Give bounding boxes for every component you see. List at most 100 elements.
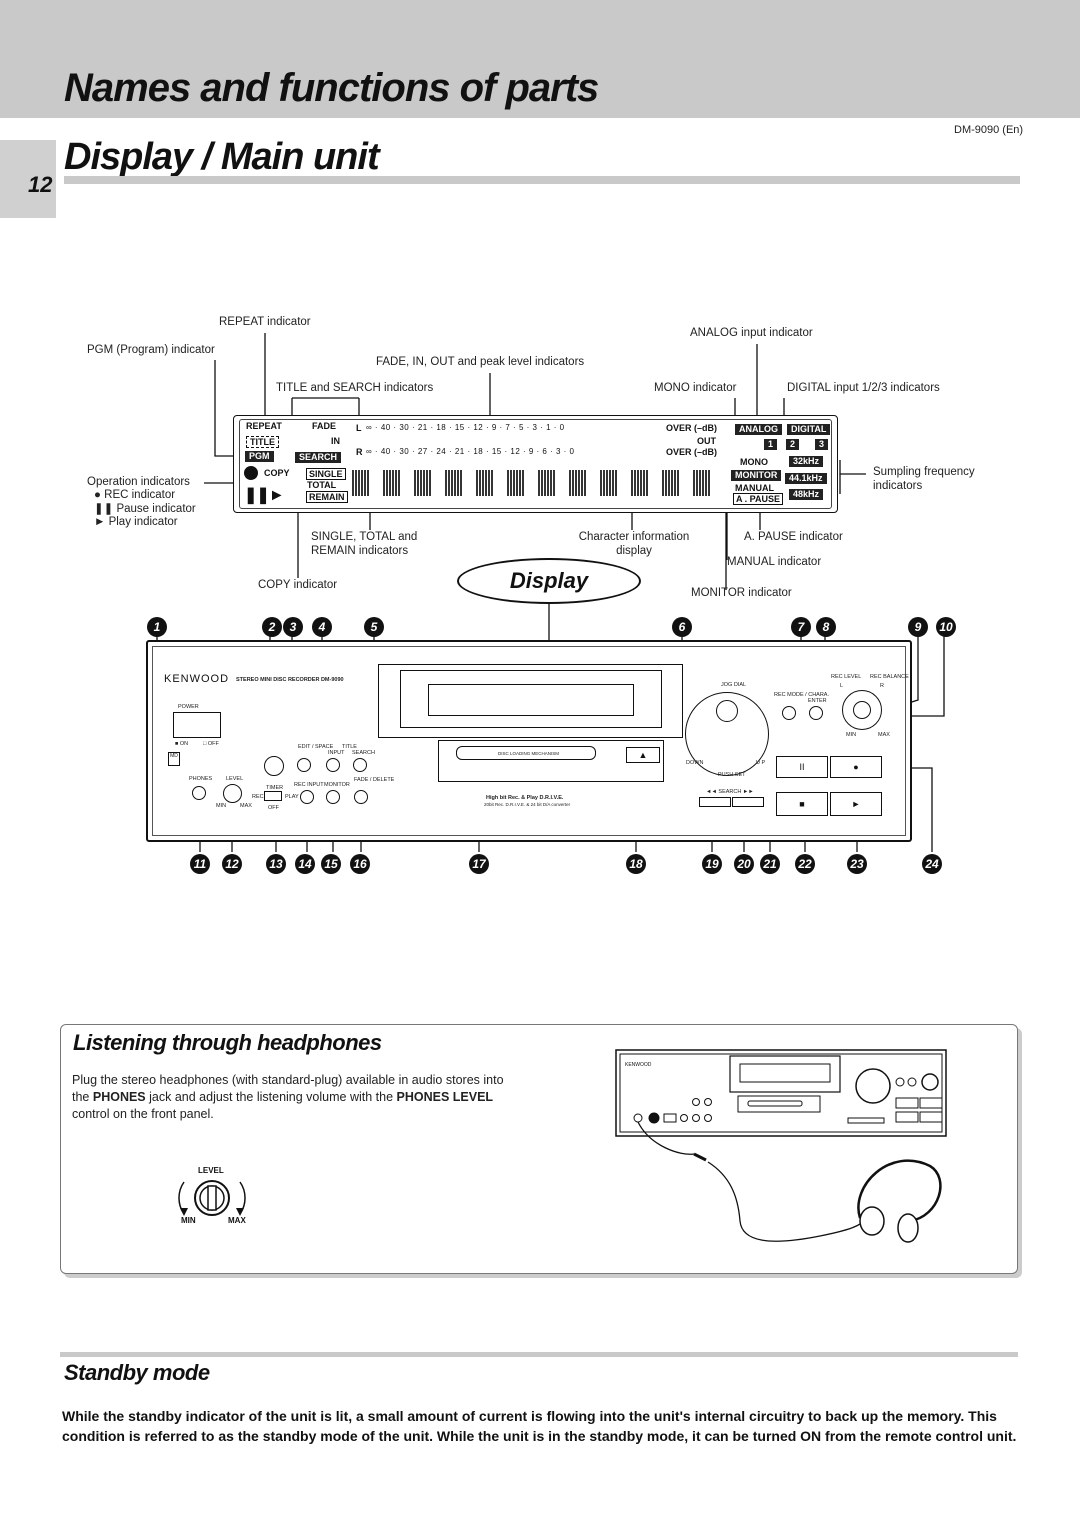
enter-label: ENTER (808, 698, 827, 704)
phones-label: PHONES (189, 776, 213, 782)
push-set-label: PUSH SET (718, 772, 746, 778)
jog-up-label: U P (756, 760, 766, 766)
section-title: Display / Main unit (64, 136, 380, 178)
hp-illustration-brand: KENWOOD (625, 1062, 652, 1068)
part-number-1: 1 (147, 617, 167, 637)
disc-slot[interactable] (456, 746, 596, 760)
input-label: INPUT (328, 750, 345, 756)
md-logo-icon: MD (168, 752, 180, 766)
rec-balance-label: REC BALANCE (870, 674, 909, 680)
lcd-r: R (356, 447, 363, 457)
rec-input-label: REC INPUT (294, 782, 324, 788)
search-forward-button[interactable] (732, 797, 764, 807)
part-number-21: 21 (760, 854, 780, 874)
standby-indicator (264, 756, 284, 776)
hibit-label: High bit Rec. & Play D.R.I.V.E. (486, 795, 564, 801)
header-band (0, 0, 1080, 118)
lcd-search: SEARCH (295, 452, 342, 463)
pause-button[interactable]: II (776, 756, 828, 778)
display-panel (233, 415, 838, 513)
stop-button[interactable]: ■ (776, 792, 828, 816)
part-number-8: 8 (816, 617, 836, 637)
edit-space-button[interactable] (297, 758, 311, 772)
enter-button[interactable] (809, 706, 823, 720)
lcd-rec-dot-icon (244, 466, 258, 480)
rec-indicator-label: ● REC indicator (94, 489, 176, 501)
lcd-remain: REMAIN (306, 491, 348, 503)
part-number-2: 2 (262, 617, 282, 637)
digital-indicator-label: DIGITAL input 1/2/3 indicators (787, 382, 940, 394)
eject-button[interactable]: ▲ (626, 747, 660, 763)
rec-mode-button[interactable] (782, 706, 796, 720)
mono-indicator-label: MONO indicator (654, 382, 737, 394)
single-total-label-2: REMAIN indicators (311, 545, 409, 557)
apause-indicator-label: A. PAUSE indicator (744, 531, 843, 543)
char-cell (352, 470, 370, 496)
headphones-title: Listening through headphones (73, 1030, 382, 1055)
monitor-label: MONITOR (324, 782, 350, 788)
page-number: 12 (28, 172, 53, 197)
level-knob-label: LEVEL (198, 1166, 224, 1175)
search-back-button[interactable] (699, 797, 731, 807)
lcd-monitor: MONITOR (731, 470, 782, 481)
timer-label: TIMER (266, 785, 284, 791)
lcd-single: SINGLE (306, 468, 346, 480)
lcd-title: TITLE (246, 436, 279, 448)
char-cell (414, 470, 432, 496)
jog-down-label: DOWN (686, 760, 704, 766)
fade-delete-button[interactable] (354, 790, 368, 804)
unit-display-bezel (378, 664, 683, 738)
char-cell (631, 470, 649, 496)
part-number-22: 22 (795, 854, 815, 874)
part-number-10: 10 (936, 617, 956, 637)
rec-level-max-label: MAX (878, 732, 890, 738)
char-cell (445, 470, 463, 496)
power-on-label: ■ ON (175, 741, 189, 747)
copy-indicator-label: COPY indicator (258, 579, 338, 591)
monitor-button[interactable] (326, 790, 340, 804)
part-number-17: 17 (469, 854, 489, 874)
manual-indicator-label: MANUAL indicator (727, 556, 822, 568)
lcd-44khz: 44.1kHz (785, 473, 827, 484)
pause-icon: ❚❚ (94, 503, 117, 515)
part-number-24: 24 (922, 854, 942, 874)
char-display-label-2: display (616, 545, 652, 557)
fade-indicator-label: FADE, IN, OUT and peak level indicators (376, 356, 585, 368)
char-cell (507, 470, 525, 496)
title-input-button[interactable] (326, 758, 340, 772)
rec-dot-icon: ● (94, 489, 105, 501)
rec-level-label: REC LEVEL (831, 674, 862, 680)
phones-level-knob[interactable] (223, 784, 242, 803)
timer-switch[interactable] (264, 791, 282, 801)
lcd-scale-r: ∞ · 40 · 30 · 27 · 24 · 21 · 18 · 15 · 1… (366, 447, 575, 456)
rec-input-button[interactable] (300, 790, 314, 804)
single-total-label-1: SINGLE, TOTAL and (311, 531, 418, 543)
rec-balance-knob[interactable] (853, 701, 871, 719)
play-button[interactable]: ► (830, 792, 882, 816)
lcd-32khz: 32kHz (789, 456, 824, 467)
rec-level-knob[interactable] (842, 690, 882, 730)
lcd-l: L (356, 423, 362, 433)
standby-title: Standby mode (64, 1360, 210, 1385)
headphones-text: Plug the stereo headphones (with standar… (72, 1073, 504, 1121)
jog-dial-label: JOG DIAL (721, 682, 747, 688)
lcd-manual: MANUAL (735, 483, 774, 493)
analog-indicator-label: ANALOG input indicator (690, 327, 813, 339)
power-button[interactable] (173, 712, 221, 738)
unit-display-screen (428, 684, 634, 716)
char-cell (538, 470, 556, 496)
phones-jack[interactable] (192, 786, 206, 800)
lcd-analog: ANALOG (735, 424, 782, 435)
power-label: POWER (178, 704, 199, 710)
lcd-out: OUT (697, 436, 716, 446)
unit-display-window (400, 670, 662, 728)
sampling-label-2: indicators (873, 480, 923, 492)
title-group-label: TITLE (342, 744, 357, 750)
edit-space-label: EDIT / SPACE (298, 744, 334, 750)
headphones-illustration (615, 1049, 947, 1243)
title-search-button[interactable] (353, 758, 367, 772)
rec-button[interactable]: ● (830, 756, 882, 778)
timer-play-label: PLAY (285, 794, 299, 800)
pgm-indicator-label: PGM (Program) indicator (87, 344, 215, 356)
hibit-sublabel: 20bit Rec. D.R.I.V.E. & 24 bit D/A conve… (484, 802, 571, 807)
